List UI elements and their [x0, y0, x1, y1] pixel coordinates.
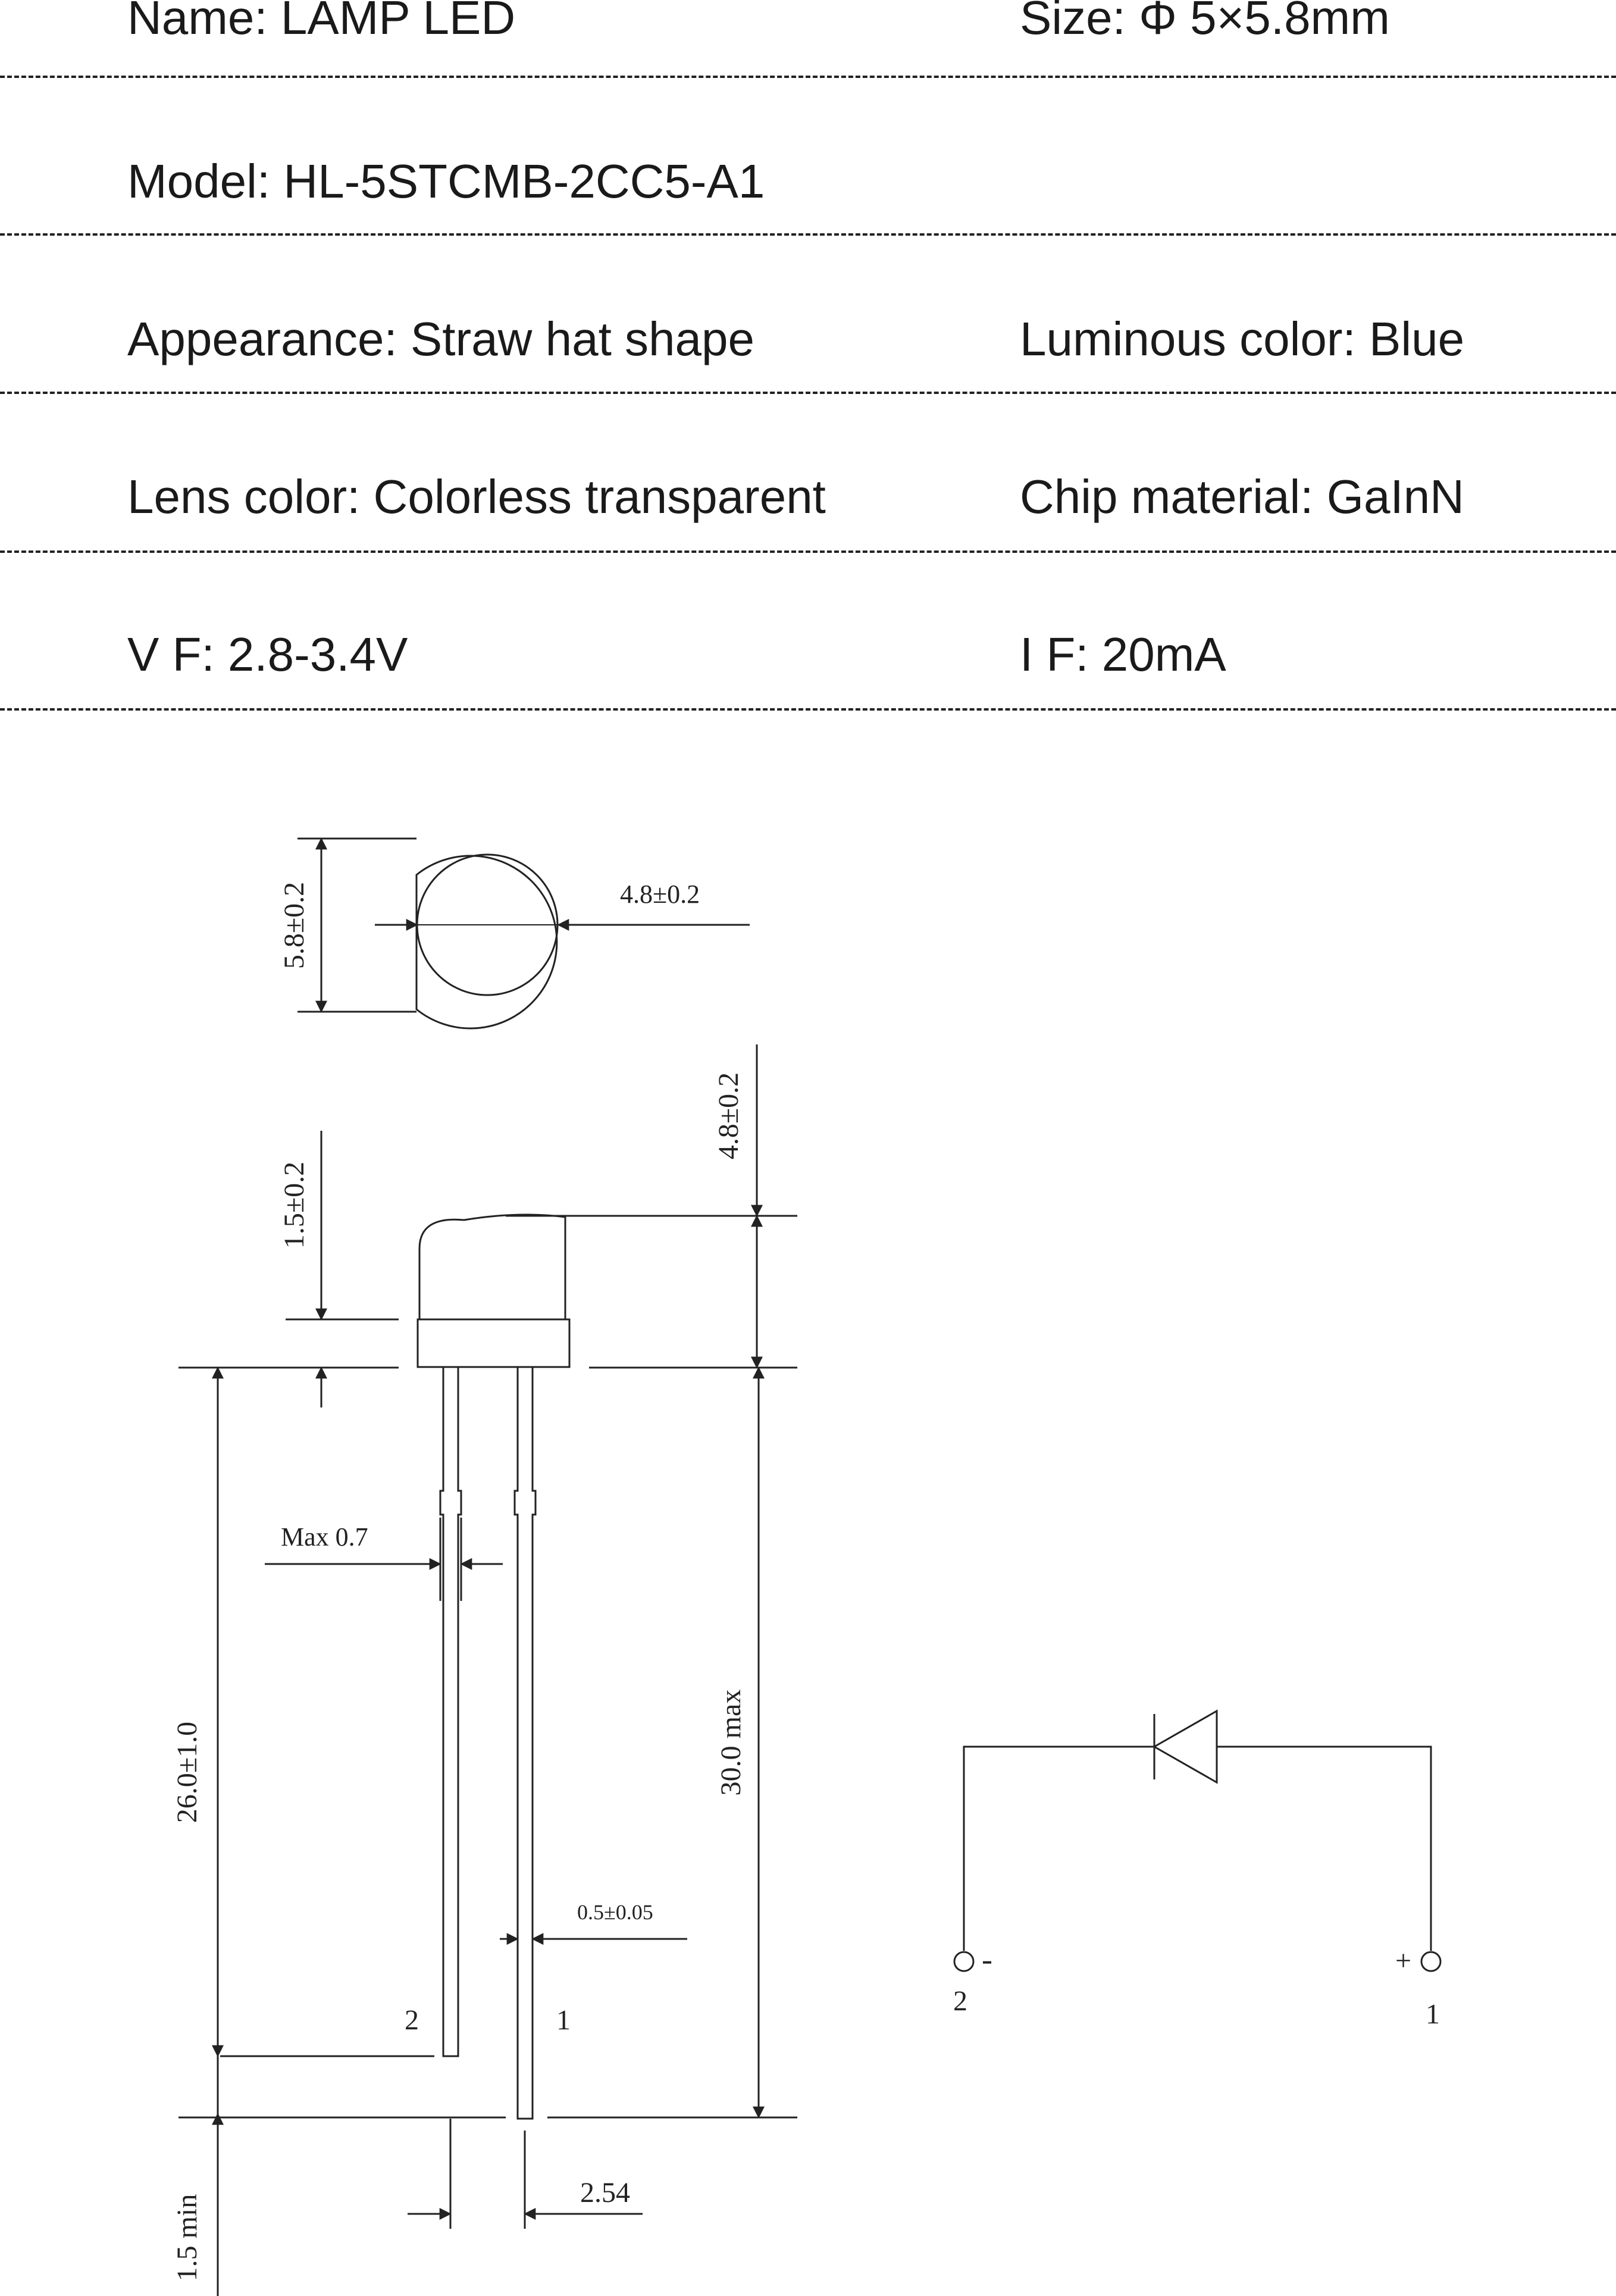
schematic-wire-right [1217, 1746, 1432, 1951]
spec-if: I F: 20mA [1020, 628, 1226, 681]
top-view [297, 837, 750, 1030]
diode-schematic [953, 1709, 1442, 1972]
schematic-plus: + [1395, 1945, 1411, 1976]
dim-flange-height: 1.5±0.2 [278, 1162, 310, 1249]
schematic-wire-left [963, 1746, 1154, 1951]
spec-sheet: Name: LAMP LED Size: Φ 5×5.8mm Model: HL… [0, 0, 1616, 732]
terminal-right [1420, 1951, 1442, 1972]
spec-row-lens-chip: Lens color: Colorless transparent Chip m… [0, 473, 1616, 631]
spec-model: Model: HL-5STCMB-2CC5-A1 [127, 155, 765, 208]
dim-top-view-diameter: 4.8±0.2 [620, 880, 700, 909]
lead-2 [439, 1367, 462, 2057]
dim-short-lead: 26.0±1.0 [171, 1722, 203, 1823]
pin-label-1: 1 [556, 2004, 571, 2036]
pin-label-2: 2 [405, 2004, 419, 2036]
spec-chip-material: Chip material: GaInN [1020, 470, 1464, 523]
dim-top-view-height: 5.8±0.2 [278, 882, 310, 969]
dim-lead-width: 0.5±0.05 [577, 1900, 653, 1924]
diode-triangle [1152, 1709, 1218, 1784]
spec-divider [0, 708, 1616, 711]
spec-row-appearance-color: Appearance: Straw hat shape Luminous col… [0, 315, 1616, 473]
spec-name: Name: LAMP LED [127, 0, 516, 44]
spec-size: Size: Φ 5×5.8mm [1020, 0, 1390, 44]
top-view-flange-outline [415, 855, 558, 1030]
spec-appearance: Appearance: Straw hat shape [127, 312, 755, 365]
dim-max-kink: Max 0.7 [281, 1522, 368, 1551]
side-view-dimensions [178, 1044, 797, 2296]
spec-vf: V F: 2.8-3.4V [127, 628, 408, 681]
spec-divider [0, 233, 1616, 236]
side-view-dome [418, 1213, 566, 1319]
dim-dome-height: 4.8±0.2 [713, 1072, 744, 1159]
dim-pin-spacing: 2.54 [580, 2177, 630, 2209]
terminal-left [953, 1951, 975, 1972]
spec-divider [0, 392, 1616, 394]
side-view-flange [416, 1318, 571, 1368]
schematic-pin-2: 2 [953, 1985, 967, 2017]
schematic-minus: - [982, 1941, 992, 1977]
dim-min-distance: 1.5 min [171, 2194, 203, 2282]
spec-row-vf-if: V F: 2.8-3.4V I F: 20mA [0, 631, 1616, 789]
lead-1 [513, 1367, 537, 2120]
spec-row-model: Model: HL-5STCMB-2CC5-A1 [0, 158, 1616, 315]
spec-divider [0, 76, 1616, 78]
spec-row-name-size: Name: LAMP LED Size: Φ 5×5.8mm [0, 0, 1616, 158]
schematic-pin-1: 1 [1426, 1998, 1440, 2030]
spec-luminous-color: Luminous color: Blue [1020, 312, 1465, 365]
side-view-body [416, 1213, 571, 2120]
spec-divider [0, 550, 1616, 553]
spec-lens-color: Lens color: Colorless transparent [127, 470, 826, 523]
dim-overall-length: 30.0 max [715, 1690, 747, 1796]
